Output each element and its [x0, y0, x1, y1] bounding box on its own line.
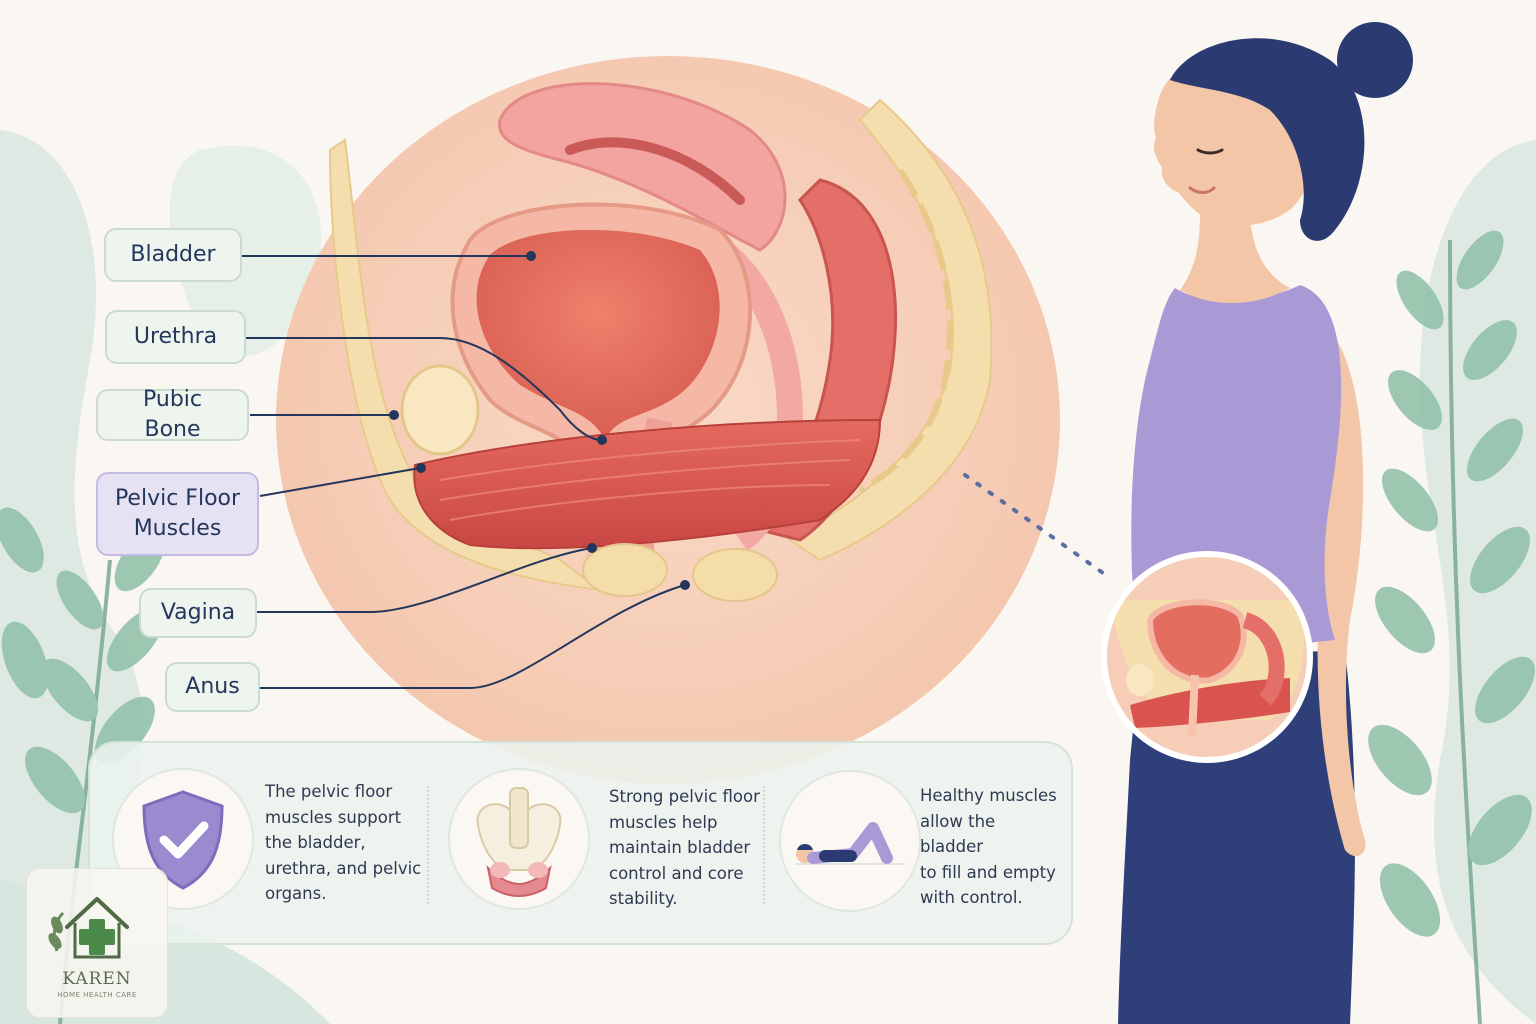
label-bladder-text: Bladder: [130, 242, 216, 268]
label-urethra: Urethra: [105, 310, 246, 364]
info-text-2: Strong pelvic floor muscles help maintai…: [609, 787, 760, 908]
label-urethra-text: Urethra: [133, 324, 218, 350]
logo-name: KAREN: [62, 969, 132, 989]
label-pubic-bone-text: Pubic Bone: [143, 387, 202, 442]
label-vagina: Vagina: [139, 588, 257, 638]
label-pelvic-floor-muscles: Pelvic Floor Muscles: [96, 472, 259, 556]
leader-dots: [389, 251, 690, 590]
leaf-decoration-right: [1368, 230, 1535, 1024]
anatomy-cross-section: [276, 56, 1060, 784]
logo-tagline: HOME HEALTH CARE: [57, 991, 137, 999]
pelvis-icon: [476, 787, 562, 898]
inset-anatomy-circle: [1101, 551, 1313, 763]
woman-figure: [1118, 22, 1413, 1024]
label-anus-text: Anus: [185, 674, 240, 700]
info-circle-1: [112, 768, 254, 910]
leader-lines: [242, 255, 686, 689]
info-text-3: Healthy muscles allow the bladder to fil…: [920, 786, 1057, 907]
label-vagina-text: Vagina: [160, 600, 236, 626]
label-pelvic-floor-text: Pelvic Floor Muscles: [114, 486, 241, 541]
divider: [763, 786, 765, 904]
info-text-1: The pelvic floor muscles support the bla…: [265, 782, 422, 903]
label-bladder: Bladder: [104, 228, 242, 282]
house-cross-icon: [48, 897, 129, 959]
lying-exercise-icon: [795, 822, 905, 865]
divider: [427, 786, 429, 904]
connector-dotted-line: [963, 473, 1112, 580]
leaf-decoration-left: [0, 507, 166, 1024]
info-circle-3: [779, 770, 921, 912]
label-pubic-bone: Pubic Bone: [96, 387, 249, 442]
label-anus: Anus: [165, 662, 260, 712]
info-circle-2: [448, 768, 590, 910]
shield-check-icon: [142, 790, 224, 890]
logo: KAREN HOME HEALTH CARE: [26, 868, 168, 1018]
